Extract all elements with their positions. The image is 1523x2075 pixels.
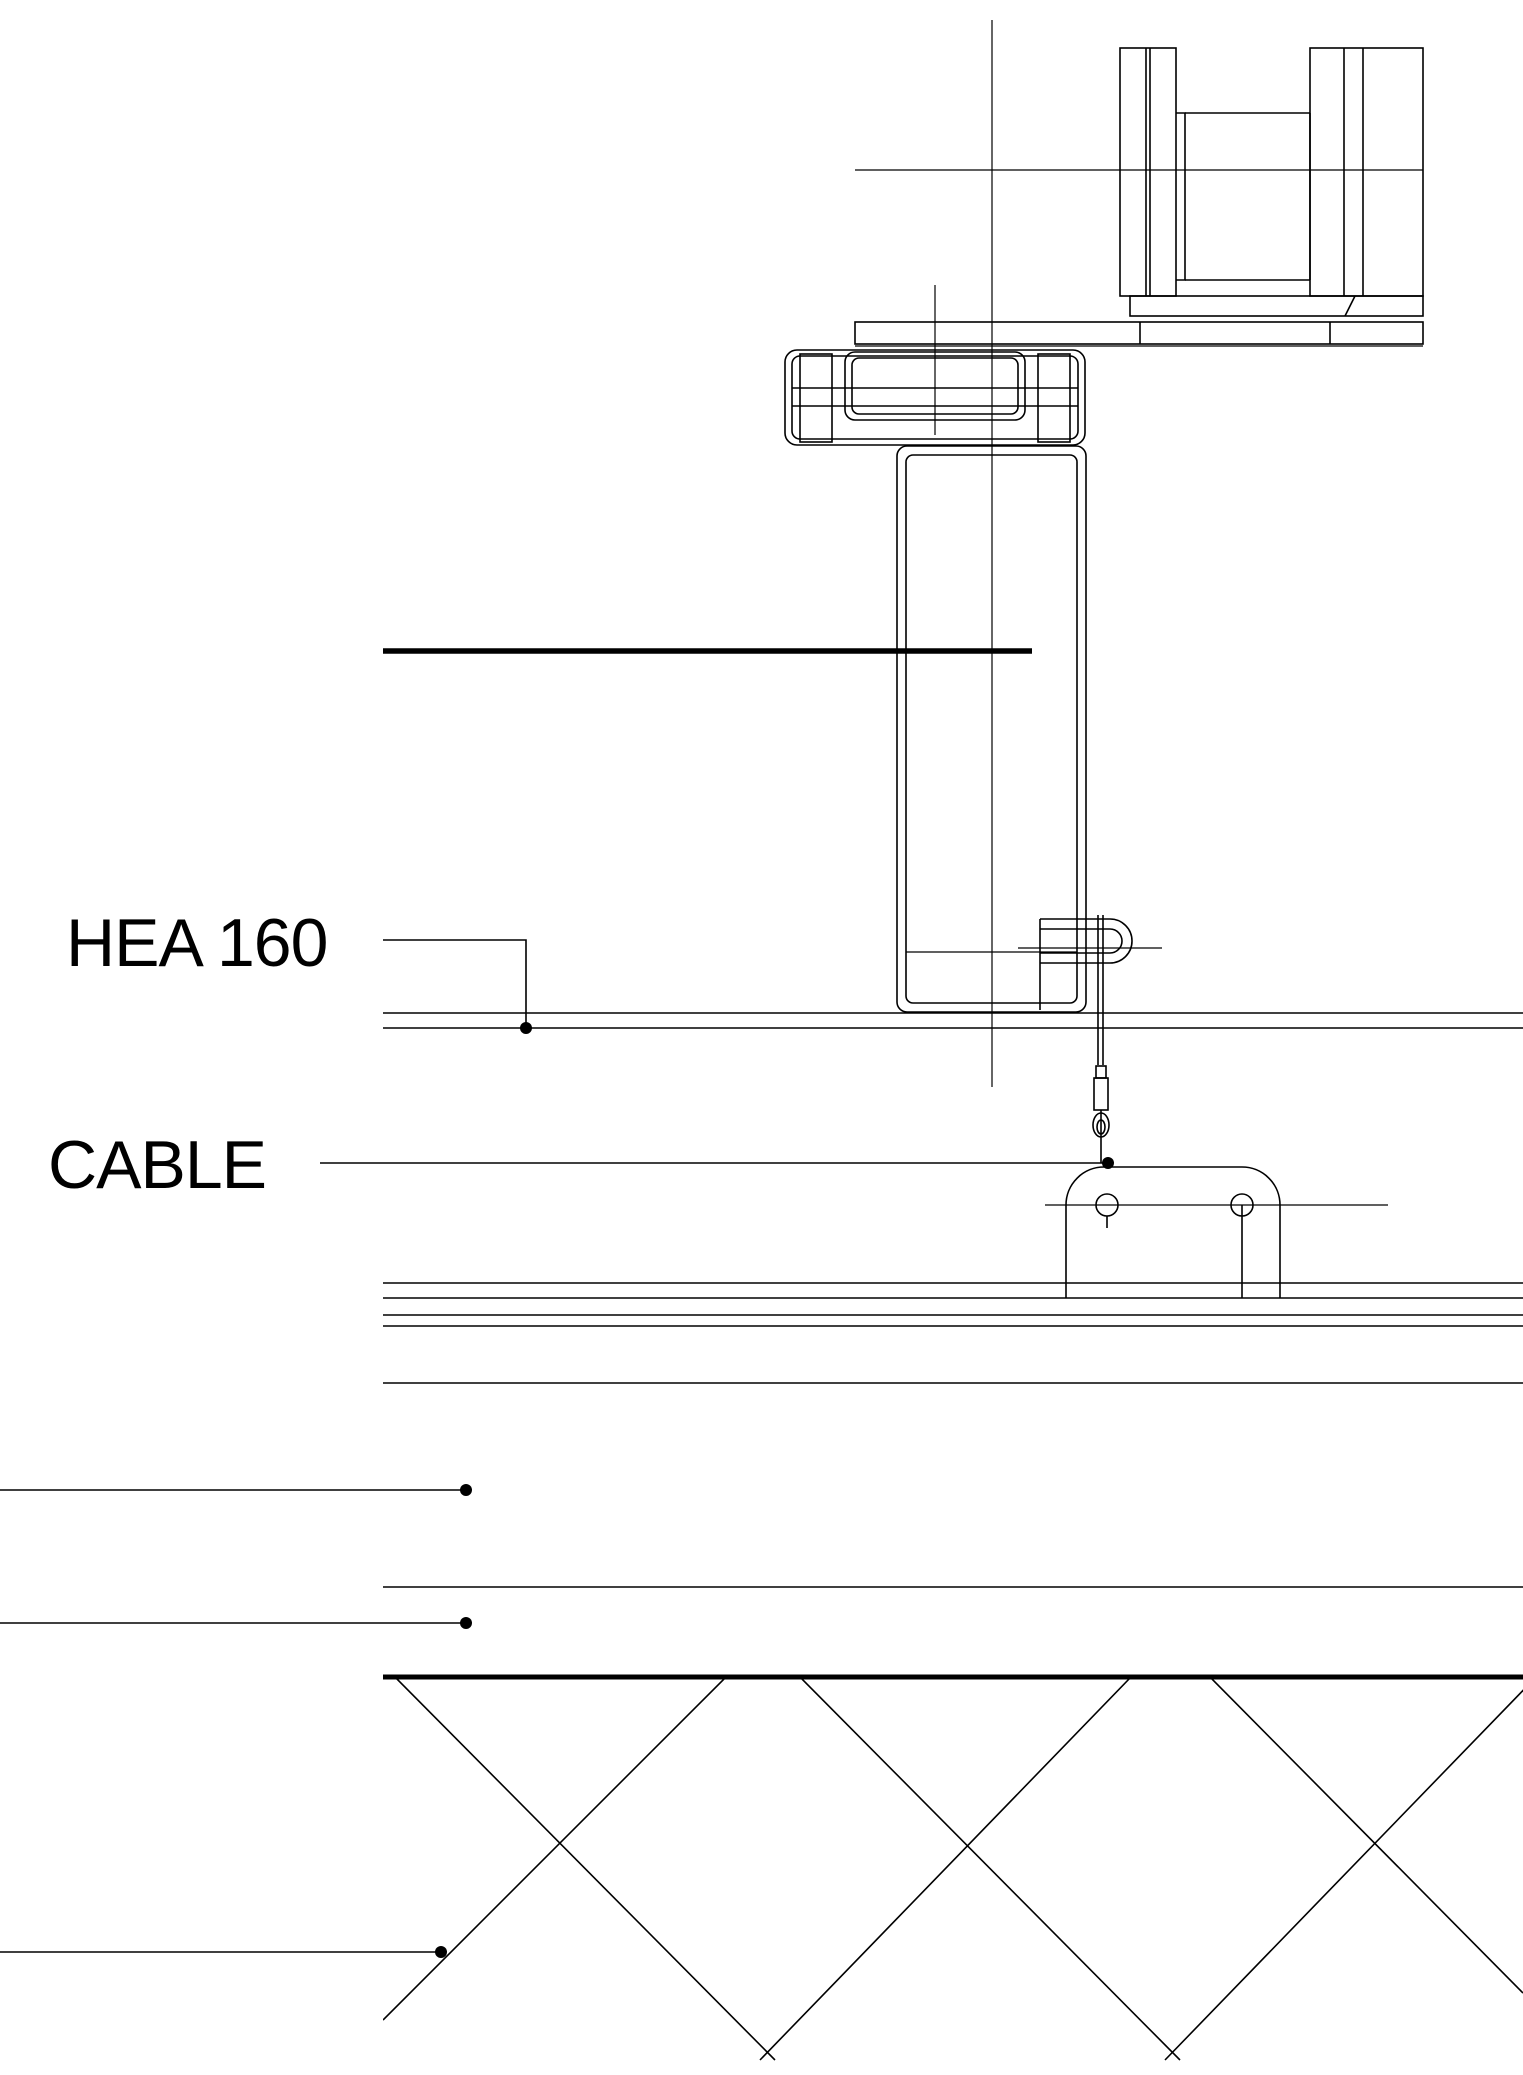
hea-160-label: HEA 160 <box>66 905 327 981</box>
column-flange-assembly <box>854 20 1424 445</box>
ground-hatch <box>383 1677 1523 2061</box>
leaders <box>0 939 1114 1958</box>
layer-lines <box>383 1012 1523 1680</box>
u-bolt-cable-anchor <box>1018 915 1162 1163</box>
clamp-bearing-block <box>784 285 1086 446</box>
cable-label: CABLE <box>48 1127 266 1203</box>
anchor-plate <box>1045 1166 1388 1298</box>
hea-160-profile <box>896 445 1087 1087</box>
